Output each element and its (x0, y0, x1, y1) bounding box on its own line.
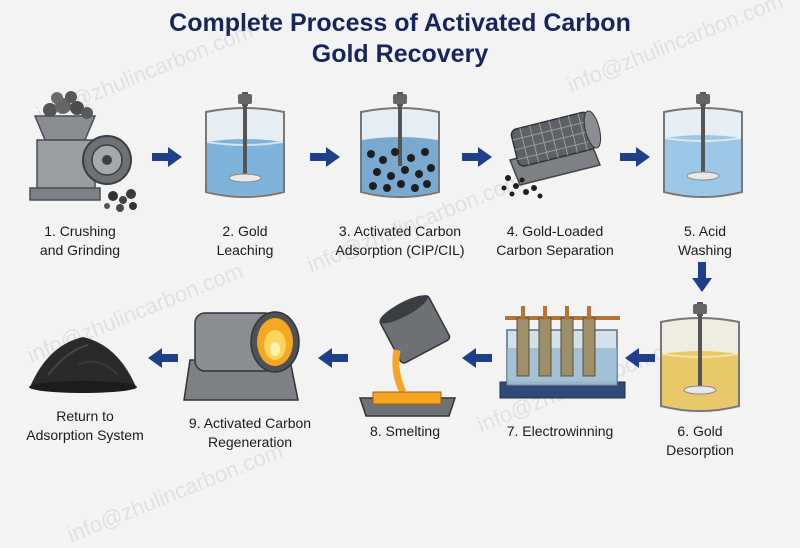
watermark: info@zhulincarbon.com (63, 437, 287, 548)
step-5-label: 5. Acid Washing (678, 223, 732, 258)
arrow-left-icon (318, 348, 348, 368)
arrow-left-icon (462, 348, 492, 368)
arrow-right-icon (152, 147, 182, 167)
arrow-right-icon (310, 147, 340, 167)
acid-wash-tank-icon (663, 92, 743, 198)
step-1-label: 1. Crushing and Grinding (39, 223, 121, 258)
title-line-1: Complete Process of Activated Carbon (169, 9, 631, 37)
step-9-label: 9. Activated Carbon Regeneration (188, 415, 312, 450)
step-3-label: 3. Activated Carbon Adsorption (CIP/CIL) (335, 223, 465, 258)
step-8-label: 8. Smelting (369, 423, 441, 439)
page-title: Complete Process of Activated Carbon Gol… (0, 8, 800, 70)
arrow-left-icon (625, 348, 655, 368)
carbon-pile-icon (29, 337, 137, 393)
arrow-right-icon (620, 147, 650, 167)
trommel-screen-icon (501, 110, 602, 199)
crusher-icon (29, 91, 137, 212)
smelting-crucible-icon (358, 295, 457, 417)
title-line-2: Gold Recovery (311, 40, 489, 68)
step-2-label: 2. Gold Leaching (216, 223, 274, 258)
arrow-down-icon (692, 262, 712, 292)
desorption-tank-icon (660, 302, 740, 412)
return-step-label: Return to Adsorption System (26, 408, 144, 443)
adsorption-tank-icon (360, 92, 440, 198)
electrowinning-cell-icon (499, 306, 626, 399)
arrow-right-icon (462, 147, 492, 167)
step-6-label: 6. Gold Desorption (666, 423, 734, 458)
regeneration-kiln-icon (183, 311, 300, 401)
arrow-left-icon (148, 348, 178, 368)
leaching-tank-icon (205, 92, 285, 198)
step-7-label: 7. Electrowinning (506, 423, 614, 439)
step-4-label: 4. Gold-Loaded Carbon Separation (496, 223, 614, 258)
